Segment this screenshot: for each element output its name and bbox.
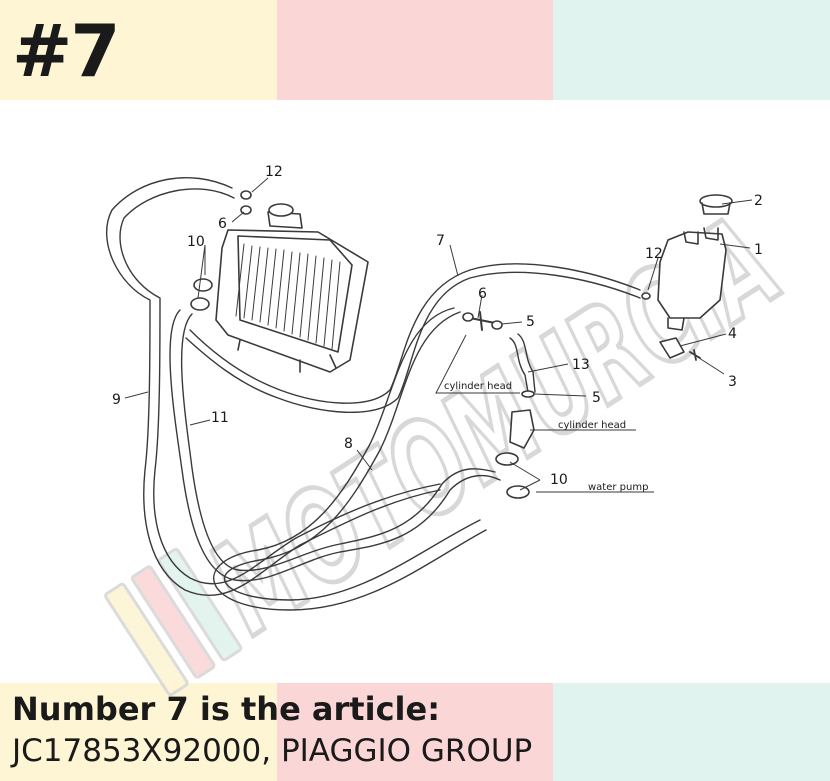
bracket [659,337,685,359]
hose-13 [509,337,529,393]
callout-4: 4 [728,326,737,342]
callout-10a: 10 [187,234,205,250]
callout-7: 7 [436,233,445,249]
header-band-pink [277,0,553,100]
footer-band-yellow [0,683,277,781]
header-band-mint [553,0,830,100]
callout-3: 3 [728,374,737,390]
page-title: #7 [12,9,120,93]
callout-5a: 5 [526,314,535,330]
callout-5b: 5 [592,390,601,406]
callout-6b: 6 [478,286,487,302]
footer-headline: Number 7 is the article: [12,690,440,728]
callout-11: 11 [211,410,229,426]
callout-6a: 6 [218,216,227,232]
header-band-yellow [0,0,277,100]
footer-article-code: JC17853X92000, PIAGGIO GROUP [12,733,533,769]
callout-9: 9 [112,392,121,408]
footer-band-pink [277,683,553,781]
hose-7 [189,263,641,404]
label-cylinder-head-2: cylinder head [558,420,626,431]
callout-13: 13 [572,357,590,373]
thermostat-housing [509,409,535,449]
radiator [215,203,369,373]
callout-12b: 12 [645,246,663,262]
callout-2: 2 [754,193,763,209]
callout-10b: 10 [550,472,568,488]
expansion-tank [657,194,733,331]
footer-band-mint [553,683,830,781]
callout-12a: 12 [265,164,283,180]
label-cylinder-head-1: cylinder head [444,381,512,392]
label-water-pump: water pump [588,482,648,493]
callout-1: 1 [754,242,763,258]
callout-8: 8 [344,436,353,452]
hose-9 [106,177,441,596]
hose-11 [169,309,501,582]
hose-8 [223,311,481,601]
hose-clamps [190,190,651,499]
